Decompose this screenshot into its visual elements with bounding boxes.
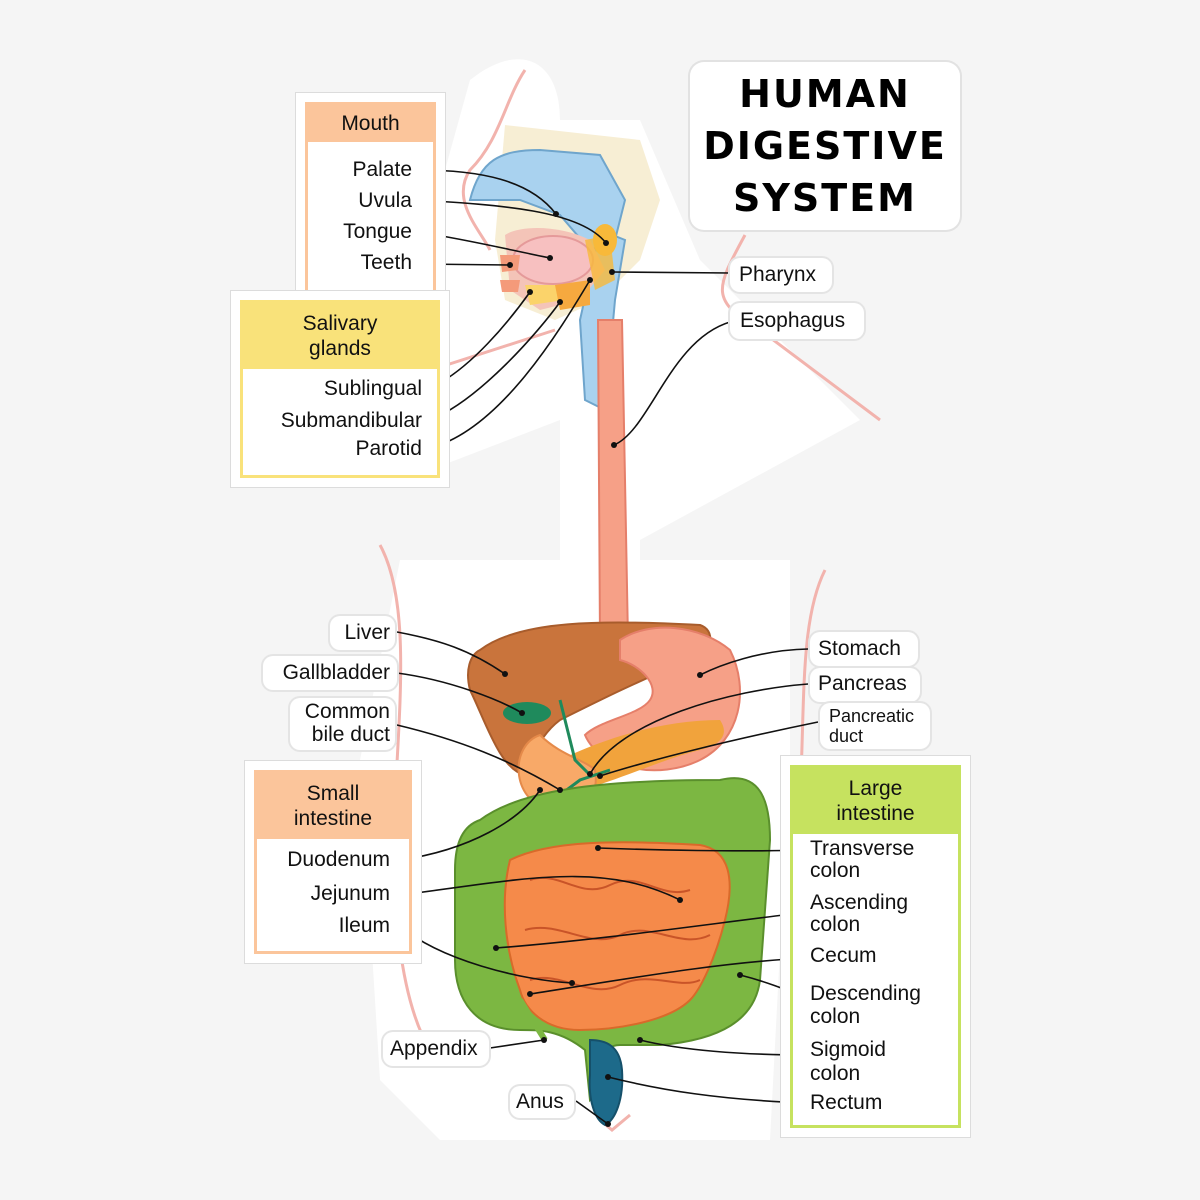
submandibular-gland [555, 280, 590, 310]
label-transverse-colon: Transverse colon [810, 838, 914, 882]
large-intestine-header-line-1: Large [848, 777, 903, 800]
label-uvula: Uvula [358, 189, 412, 212]
label-parotid: Parotid [355, 437, 422, 460]
common-bile-duct-line-1: Common [304, 700, 390, 723]
sublingual-gland [525, 285, 565, 305]
label-anus: Anus [516, 1090, 564, 1113]
transverse-colon-line-2: colon [810, 859, 861, 882]
small-intestine-header: Small intestine [257, 773, 409, 839]
descending-colon-line-1: Descending [810, 982, 921, 1005]
sigmoid-colon-line-2: colon [810, 1062, 861, 1085]
label-rectum: Rectum [810, 1091, 883, 1114]
ascending-colon-line-1: Ascending [810, 891, 909, 914]
tag-anus [510, 1086, 574, 1118]
appendix [517, 998, 548, 1042]
mouth-box: Mouth [305, 102, 436, 293]
small-intestine-header-line-1: Small [306, 782, 360, 805]
label-ileum: Ileum [338, 914, 390, 937]
label-ascending-colon: Ascending colon [810, 892, 908, 936]
mouth-header: Mouth [308, 105, 433, 142]
tag-gallbladder [263, 656, 397, 690]
common-bile-duct-line-2: bile duct [311, 723, 390, 746]
label-palate: Palate [352, 158, 412, 181]
label-descending-colon: Descending colon [810, 982, 921, 1028]
label-appendix: Appendix [390, 1037, 478, 1060]
tag-liver [330, 616, 395, 650]
large-intestine-header-line-2: intestine [836, 802, 915, 825]
label-duodenum: Duodenum [287, 848, 390, 871]
label-jejunum: Jejunum [310, 882, 390, 905]
tag-common-bile-duct [290, 698, 395, 750]
tag-appendix [383, 1032, 489, 1066]
large-intestine-box: Large intestine [790, 765, 961, 1128]
label-submandibular: Submandibular [280, 409, 422, 432]
salivary-header-line-2: glands [309, 337, 371, 360]
rectum [588, 1038, 624, 1127]
title-line-3: SYSTEM [733, 176, 917, 220]
pancreatic-duct-line-2: duct [829, 726, 864, 746]
label-esophagus: Esophagus [740, 309, 846, 332]
pancreatic-duct-line-1: Pancreatic [829, 706, 915, 726]
tongue [512, 235, 594, 285]
salivary-glands-box: Salivary glands [240, 300, 440, 478]
transverse-colon-line-1: Transverse [810, 837, 915, 860]
tag-pharynx [730, 258, 832, 292]
label-common-bile-duct: Common bile duct [280, 700, 390, 746]
label-pharynx: Pharynx [739, 263, 817, 286]
tag-pancreatic-duct [820, 703, 930, 749]
label-pancreatic-duct: Pancreatic duct [829, 706, 914, 746]
label-sigmoid-colon: Sigmoid colon [810, 1038, 886, 1086]
label-teeth: Teeth [360, 251, 412, 274]
leader-dots [493, 211, 743, 1127]
sigmoid-colon-line-1: Sigmoid [810, 1038, 886, 1061]
small-intestine-header-line-2: intestine [293, 807, 373, 830]
esophagus-tube [596, 319, 630, 641]
parotid-gland [585, 235, 615, 290]
title-line-1: HUMAN [739, 72, 911, 116]
label-pancreas: Pancreas [818, 672, 907, 695]
salivary-header-line-1: Salivary [302, 312, 378, 335]
page-title: HUMAN DIGESTIVE SYSTEM [690, 62, 960, 230]
label-gallbladder: Gallbladder [282, 661, 390, 684]
descending-colon-line-2: colon [810, 1005, 861, 1028]
label-tongue: Tongue [343, 220, 412, 243]
small-intestine-box: Small intestine [254, 770, 412, 954]
title-line-2: DIGESTIVE [703, 124, 947, 168]
label-sublingual: Sublingual [323, 377, 422, 400]
tag-pancreas [810, 668, 920, 702]
head-region [468, 125, 660, 412]
label-liver: Liver [344, 621, 390, 644]
ascending-colon-line-2: colon [810, 913, 861, 936]
label-stomach: Stomach [818, 637, 901, 660]
tag-stomach [810, 632, 918, 666]
large-intestine-header: Large intestine [793, 768, 958, 834]
label-cecum: Cecum [810, 944, 877, 967]
gallbladder [503, 702, 551, 724]
leader-lines [396, 169, 819, 1125]
salivary-header: Salivary glands [243, 303, 437, 369]
tag-esophagus [730, 303, 864, 339]
